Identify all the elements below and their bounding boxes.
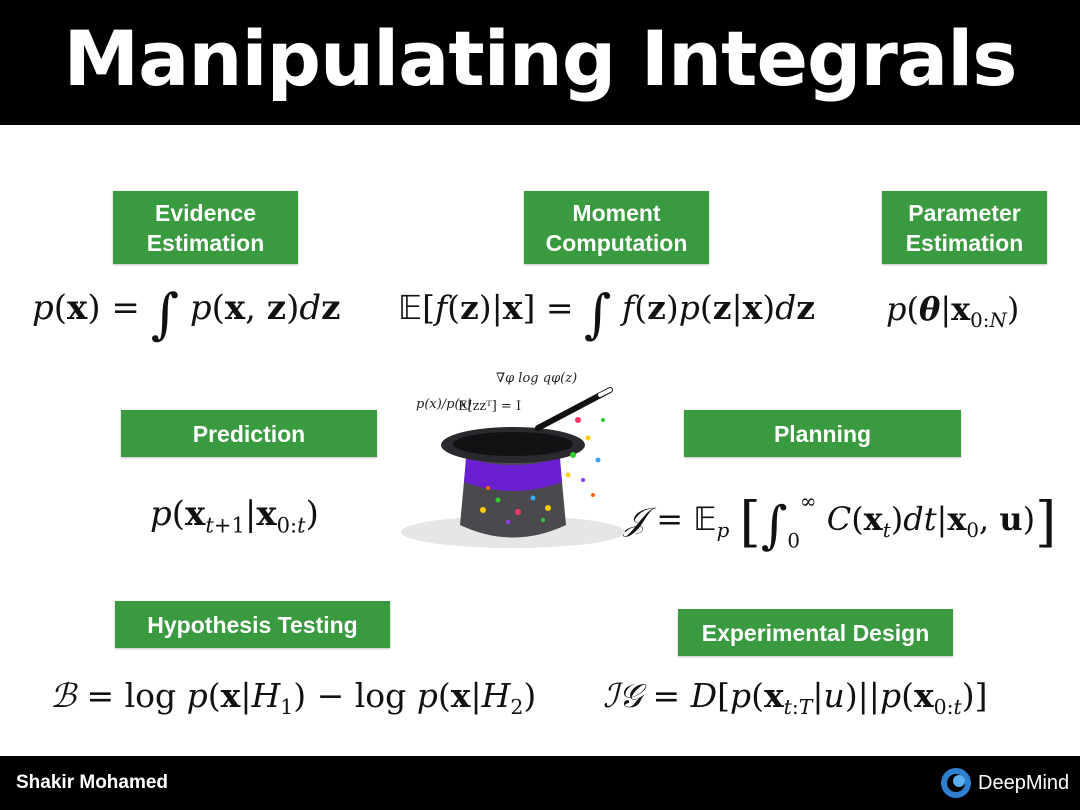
label-parameter-estimation: Parameter Estimation <box>882 191 1047 264</box>
label-evidence-line1: Evidence <box>155 199 256 226</box>
formula-parameter: p(θ|x0:N) <box>886 290 1020 332</box>
magic-hat-illustration: p(x)/p(x) E[zzᵀ] = I ∇φ log qφ(z) <box>388 360 638 560</box>
formula-evidence: p(x) = ∫ p(x, z)dz <box>32 282 341 346</box>
label-experimental-design: Experimental Design <box>678 609 953 656</box>
formula-prediction: p(xt+1|x0:t) <box>150 494 319 538</box>
annotation-expectation: E[zzᵀ] = I <box>458 399 521 414</box>
label-evidence-estimation: Evidence Estimation <box>113 191 298 264</box>
author-name: Shakir Mohamed <box>16 772 169 793</box>
label-parameter-line1: Parameter <box>908 199 1021 226</box>
annotation-gradient: ∇φ log qφ(z) <box>496 371 577 386</box>
title-bar: Manipulating Integrals <box>0 0 1080 125</box>
label-planning-text: Planning <box>773 420 872 447</box>
slide-title: Manipulating Integrals <box>63 14 1018 103</box>
hat-band <box>464 458 562 491</box>
footer-bar <box>0 756 1080 810</box>
label-prediction: Prediction <box>121 410 377 457</box>
formula-moment: 𝔼[f(z)|x] = ∫ f(z)p(z|x)dz <box>398 284 816 346</box>
hat-opening <box>453 432 573 456</box>
wand <box>535 387 613 431</box>
label-hypothesis-testing: Hypothesis Testing <box>115 601 390 648</box>
label-prediction-text: Prediction <box>192 420 306 447</box>
formula-hypothesis: ℬ = log p(x|H1) − log p(x|H2) <box>50 676 537 720</box>
annotation-ratio: p(x)/p(x) <box>416 397 472 412</box>
brand-name: DeepMind <box>978 771 1070 794</box>
label-moment-computation: Moment Computation <box>524 191 709 264</box>
label-parameter-line2: Estimation <box>905 229 1024 256</box>
wand-tip <box>598 388 612 397</box>
label-experimental-text: Experimental Design <box>701 619 930 646</box>
formula-experimental: ℐ𝒢 = D[p(xt:T|u)||p(x0:t)] <box>603 676 988 720</box>
formula-planning: 𝒥 = 𝔼p [∫0∞ C(xt)dt|x0, u)] <box>624 490 1057 556</box>
magic-hat-svg: p(x)/p(x) E[zzᵀ] = I ∇φ log qφ(z) <box>401 371 625 548</box>
label-moment-line1: Moment <box>572 199 661 226</box>
deepmind-logo-icon <box>941 768 971 798</box>
label-hypothesis-text: Hypothesis Testing <box>147 611 358 638</box>
label-planning: Planning <box>684 410 961 457</box>
label-evidence-line2: Estimation <box>146 229 265 256</box>
brand-logo: DeepMind <box>940 767 1069 799</box>
sparkles <box>480 417 605 524</box>
label-moment-line2: Computation <box>545 229 688 256</box>
